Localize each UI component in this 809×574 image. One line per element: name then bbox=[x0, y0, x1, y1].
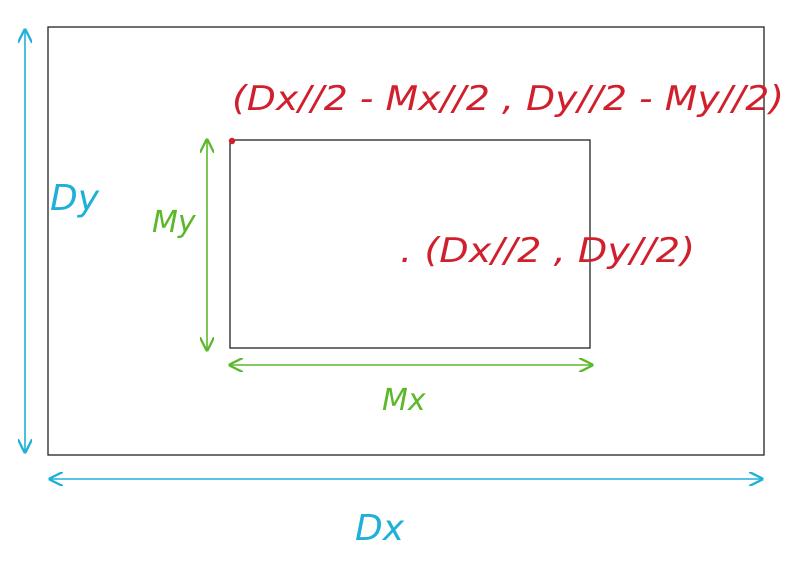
center-coordinate-label: . (Dx//2 , Dy//2) bbox=[400, 231, 695, 271]
display-height-label: Dy bbox=[50, 178, 100, 219]
top-left-coordinate-label: (Dx//2 - Mx//2 , Dy//2 - My//2) bbox=[232, 79, 784, 119]
monitor-width-label: Mx bbox=[382, 383, 426, 418]
monitor-rect bbox=[229, 139, 591, 349]
top-left-dot bbox=[228, 137, 236, 145]
display-rect bbox=[47, 26, 765, 456]
monitor-height-label: My bbox=[152, 205, 197, 240]
display-width-label: Dx bbox=[355, 508, 405, 549]
